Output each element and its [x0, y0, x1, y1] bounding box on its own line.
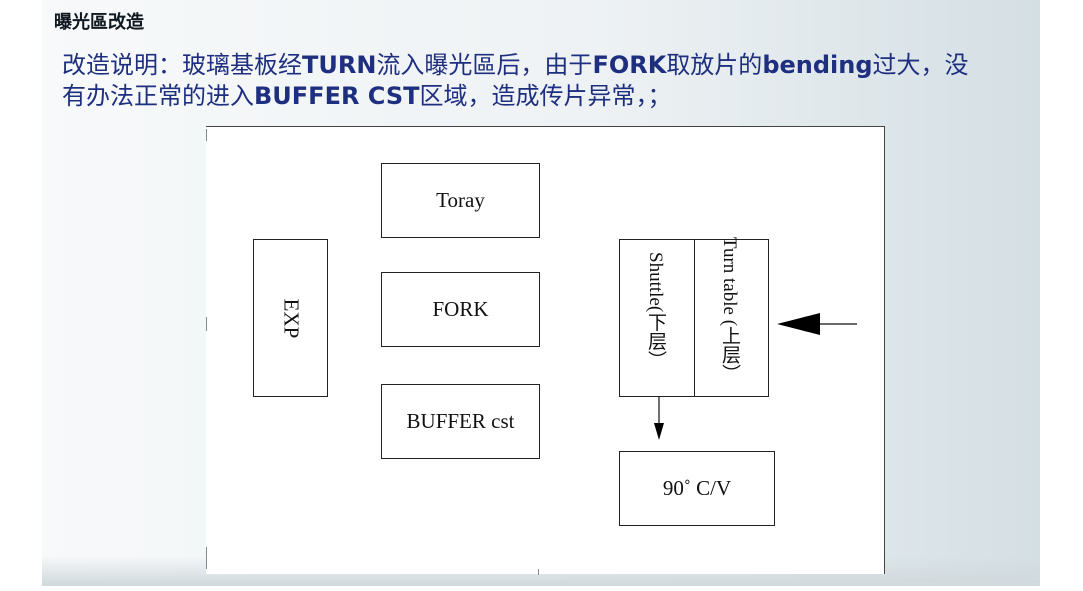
toray-box: Toray: [381, 163, 540, 238]
desc-text-5: 区域，造成传片异常，；: [419, 82, 672, 110]
diagram-left-tick-bottom: [206, 547, 207, 569]
conveyor-label: 90˚ C/V: [662, 476, 732, 500]
desc-text-4: 过大，没有办法正常的进入: [62, 51, 969, 110]
slide-heading: 曝光區改造: [54, 12, 144, 33]
flow-arrows: [654, 313, 857, 440]
desc-keyword-fork: FORK: [592, 51, 667, 79]
desc-text-1: 改造说明：玻璃基板经: [62, 51, 302, 79]
desc-text-2: 流入曝光區后，由于: [376, 51, 593, 79]
conveyor-box: 90˚ C/V: [619, 451, 775, 526]
diagram-left-tick-top: [206, 129, 207, 141]
toray-label: Toray: [436, 188, 485, 212]
modification-description: 改造说明：玻璃基板经TURN流入曝光區后，由于FORK取放片的bending过大…: [62, 50, 992, 112]
diagram-left-tick-middle: [206, 317, 207, 331]
shuttle-label: Shuttle(下层）: [645, 252, 666, 370]
diagram-bottom-tick: [538, 569, 539, 575]
desc-keyword-bending: bending: [762, 51, 873, 79]
layout-diagram: Toray FORK BUFFER cst EXP Shuttle(下层） Tu…: [206, 126, 885, 575]
turn-shuttle-box: Shuttle(下层） Turn table (上层）: [619, 237, 769, 397]
desc-keyword-turn: TURN: [302, 51, 377, 79]
fork-label: FORK: [432, 297, 489, 321]
buffer-cst-box: BUFFER cst: [381, 384, 540, 459]
turn-table-label: Turn table (上层）: [719, 237, 740, 384]
buffer-cst-label: BUFFER cst: [406, 409, 515, 433]
exp-box: EXP: [253, 239, 328, 397]
desc-text-3: 取放片的: [666, 51, 763, 79]
fork-box: FORK: [381, 272, 540, 347]
desc-keyword-buffer-cst: BUFFER CST: [254, 82, 420, 110]
down-arrow-head: [654, 423, 664, 440]
turn-shuttle-divider: [694, 240, 695, 396]
incoming-arrow-head: [777, 313, 820, 335]
